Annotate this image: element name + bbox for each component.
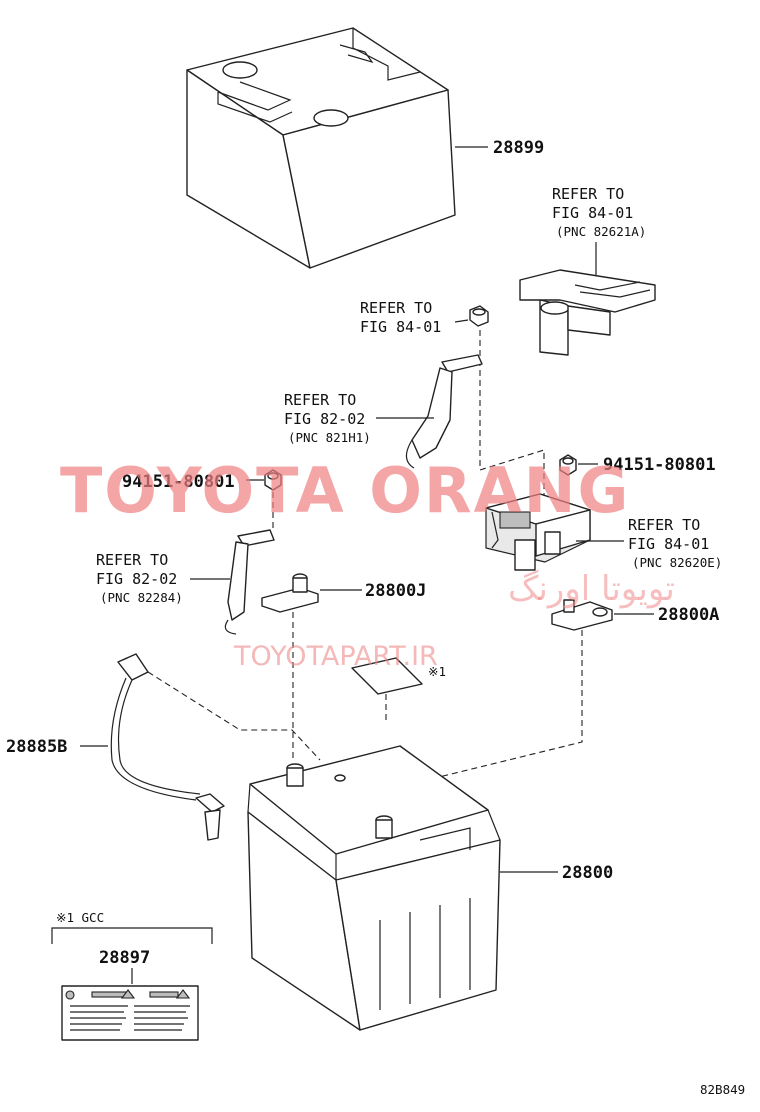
watermark-persian: تویوتا اورنگ <box>508 569 675 609</box>
ref-left-cable-line2: FIG 82-02 <box>96 570 177 588</box>
label-box-title: ※1 GCC <box>56 910 104 925</box>
small-label-illustration <box>351 657 423 695</box>
figure-code: 82B849 <box>700 1082 745 1097</box>
cable-positive-illustration <box>405 354 483 469</box>
part-number-terminal-a: 28800A <box>658 605 719 625</box>
nut-top-illustration <box>469 305 489 327</box>
part-number-vent-hose: 28885B <box>6 737 67 757</box>
ref-top-right-pnc: (PNC 82621A) <box>556 224 646 239</box>
caution-label-illustration <box>61 985 199 1041</box>
watermark-brand: TOYOTA ORANG <box>60 454 630 527</box>
fuse-cover-illustration <box>519 269 656 356</box>
nut-left-illustration <box>264 469 282 491</box>
ref-mid-nut-line2: FIG 84-01 <box>360 318 441 336</box>
part-number-cover: 28899 <box>493 138 544 158</box>
part-number-caution-label: 28897 <box>99 948 150 968</box>
part-number-battery: 28800 <box>562 863 613 883</box>
nut-right-illustration <box>559 454 577 476</box>
ref-cable-pnc: (PNC 821H1) <box>288 430 371 445</box>
battery-cover-illustration <box>186 27 456 269</box>
part-number-nut-right: 94151-80801 <box>603 455 716 475</box>
watermark-url: TOYOTAPART.IR <box>233 641 438 672</box>
ref-left-cable-line1: REFER TO <box>96 551 168 569</box>
ref-cable-line1: REFER TO <box>284 391 356 409</box>
fuse-block-illustration <box>485 493 591 571</box>
battery-illustration <box>247 745 501 1031</box>
note-mark: ※1 <box>428 664 446 679</box>
ref-fuse-block-line2: FIG 84-01 <box>628 535 709 553</box>
ref-cable-line2: FIG 82-02 <box>284 410 365 428</box>
ref-fuse-block-pnc: (PNC 82620E) <box>632 555 722 570</box>
vent-hose-illustration <box>110 653 225 841</box>
ref-top-right-line2: FIG 84-01 <box>552 204 633 222</box>
ref-left-cable-pnc: (PNC 82284) <box>100 590 183 605</box>
part-number-nut-left: 94151-80801 <box>122 472 235 492</box>
cable-negative-illustration <box>224 529 275 635</box>
terminal-clamp-j-illustration <box>261 573 319 613</box>
ref-fuse-block-line1: REFER TO <box>628 516 700 534</box>
terminal-clamp-a-illustration <box>551 599 613 631</box>
part-number-terminal-j: 28800J <box>365 581 426 601</box>
ref-mid-nut-line1: REFER TO <box>360 299 432 317</box>
ref-top-right-line1: REFER TO <box>552 185 624 203</box>
